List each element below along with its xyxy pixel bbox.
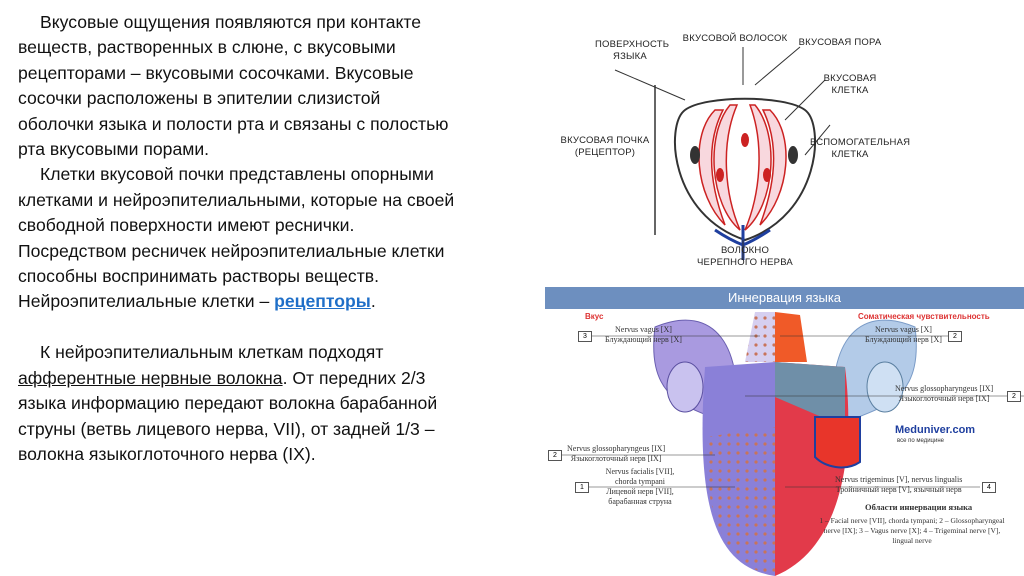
latin-name: Nervus vagus [X] (875, 325, 932, 334)
label-nerve-fiber: Волокно черепного нерва (697, 245, 793, 268)
russian-name: Блуждающий нерв [X] (605, 335, 682, 344)
text-line: Вкусовые ощущения появляются при контакт… (40, 12, 422, 32)
brand-name: Meduniver.com (895, 424, 976, 436)
marker-1: 1 (575, 482, 589, 493)
label-taste-bud: Вкусовая почка (рецептор) (560, 135, 650, 158)
text-span: Нейроэпителиальные клетки – (18, 291, 275, 312)
text-line: клетками и нейроэпителиальными, которые … (18, 189, 455, 210)
text-line: афферентные нервные волокна. От передних… (18, 366, 528, 391)
text-span: . (370, 291, 376, 312)
legend-text: 1 – Facial nerve [VII], chorda tympani; … (819, 516, 1005, 545)
latin-name: Nervus facialis [VII], chorda tympani (605, 467, 675, 486)
legend-title: Области иннервации языка (865, 502, 973, 512)
text-line: Нейроэпителиальные клетки – рецепторы. (18, 289, 528, 314)
text-line: способны воспринимать растворы веществ. (18, 266, 379, 287)
tongue-illustration (560, 312, 1024, 576)
text-line: волокна языкоглоточного нерва (IX). (18, 443, 316, 464)
label-glosso-right: Nervus glossopharyngeus [IX]Языкоглоточн… (895, 384, 993, 404)
marker-3: 3 (578, 331, 592, 342)
text-line: рта вкусовыми порами. (18, 139, 210, 160)
taste-heading: Вкус (585, 312, 604, 321)
marker-4: 4 (982, 482, 996, 493)
text-line: струны (ветвь лицевого нерва, VII), от з… (18, 418, 435, 439)
latin-name: Nervus vagus [X] (615, 325, 672, 334)
text-line: языка информацию передают волокна бараба… (18, 393, 438, 414)
text-line: К нейроэпителиальным клеткам подходят (40, 342, 384, 363)
text-line: веществ, растворенных в слюне, с вкусовы… (18, 37, 396, 58)
latin-name: Nervus glossopharyngeus [IX] (895, 384, 994, 393)
somatic-heading: Соматическая чувствительность (858, 312, 990, 321)
russian-name: Языкоглоточный нерв [IX] (570, 454, 662, 463)
label-glosso-left: Nervus glossopharyngeus [IX]Языкоглоточн… (567, 444, 665, 464)
russian-name: Языкоглоточный нерв [IX] (898, 394, 990, 403)
tongue-innervation-figure: Иннервация языка Вкус Соматическая чувст… (545, 287, 1024, 576)
marker-2: 2 (948, 331, 962, 342)
label-vagus-right: Nervus vagus [X]Блуждающий нерв [X] (865, 325, 942, 345)
slide-text: Вкусовые ощущения появляются при контакт… (18, 10, 528, 467)
taste-bud-diagram: Поверхность языка Вкусовой волосок Вкусо… (555, 25, 910, 280)
russian-name: Блуждающий нерв [X] (865, 335, 942, 344)
marker-2: 2 (1007, 391, 1021, 402)
russian-name: Лицевой нерв [VII], барабанная струна (606, 487, 674, 506)
latin-name: Nervus trigeminus [V], nervus lingualis (835, 475, 963, 484)
marker-2: 2 (548, 450, 562, 461)
brand-tagline: все по медицине (897, 438, 944, 444)
text-line: свободной поверхности имеют реснички. (18, 215, 355, 236)
label-vagus-left: Nervus vagus [X]Блуждающий нерв [X] (605, 325, 682, 345)
text-line: Клетки вкусовой почки представлены опорн… (40, 164, 434, 185)
label-taste-pore: Вкусовая пора (798, 37, 882, 48)
receptors-link[interactable]: рецепторы (274, 291, 371, 312)
blank-line (18, 315, 528, 340)
text-span: . От передних 2/3 (282, 367, 426, 388)
label-support-cell: Вспомогательная клетка (810, 137, 911, 160)
label-taste-cell: Вкусовая клетка (823, 73, 877, 96)
russian-name: Тройничный нерв [V], язычный нерв (835, 485, 962, 494)
taste-bud-illustration (614, 46, 831, 260)
text-line: сосочки расположены в эпителии слизистой (18, 88, 381, 109)
text-line: Посредством ресничек нейроэпителиальные … (18, 240, 445, 261)
label-tongue-surface: Поверхность языка (595, 39, 670, 62)
figure-title: Иннервация языка (545, 287, 1024, 309)
text-line: рецепторами – вкусовыми сосочками. Вкусо… (18, 62, 414, 83)
text-line: оболочки языка и полости рта и связаны с… (18, 113, 449, 134)
afferent-fibers-text: афферентные нервные волокна (18, 367, 283, 388)
label-taste-hair: Вкусовой волосок (682, 33, 788, 44)
latin-name: Nervus glossopharyngeus [IX] (567, 444, 666, 453)
